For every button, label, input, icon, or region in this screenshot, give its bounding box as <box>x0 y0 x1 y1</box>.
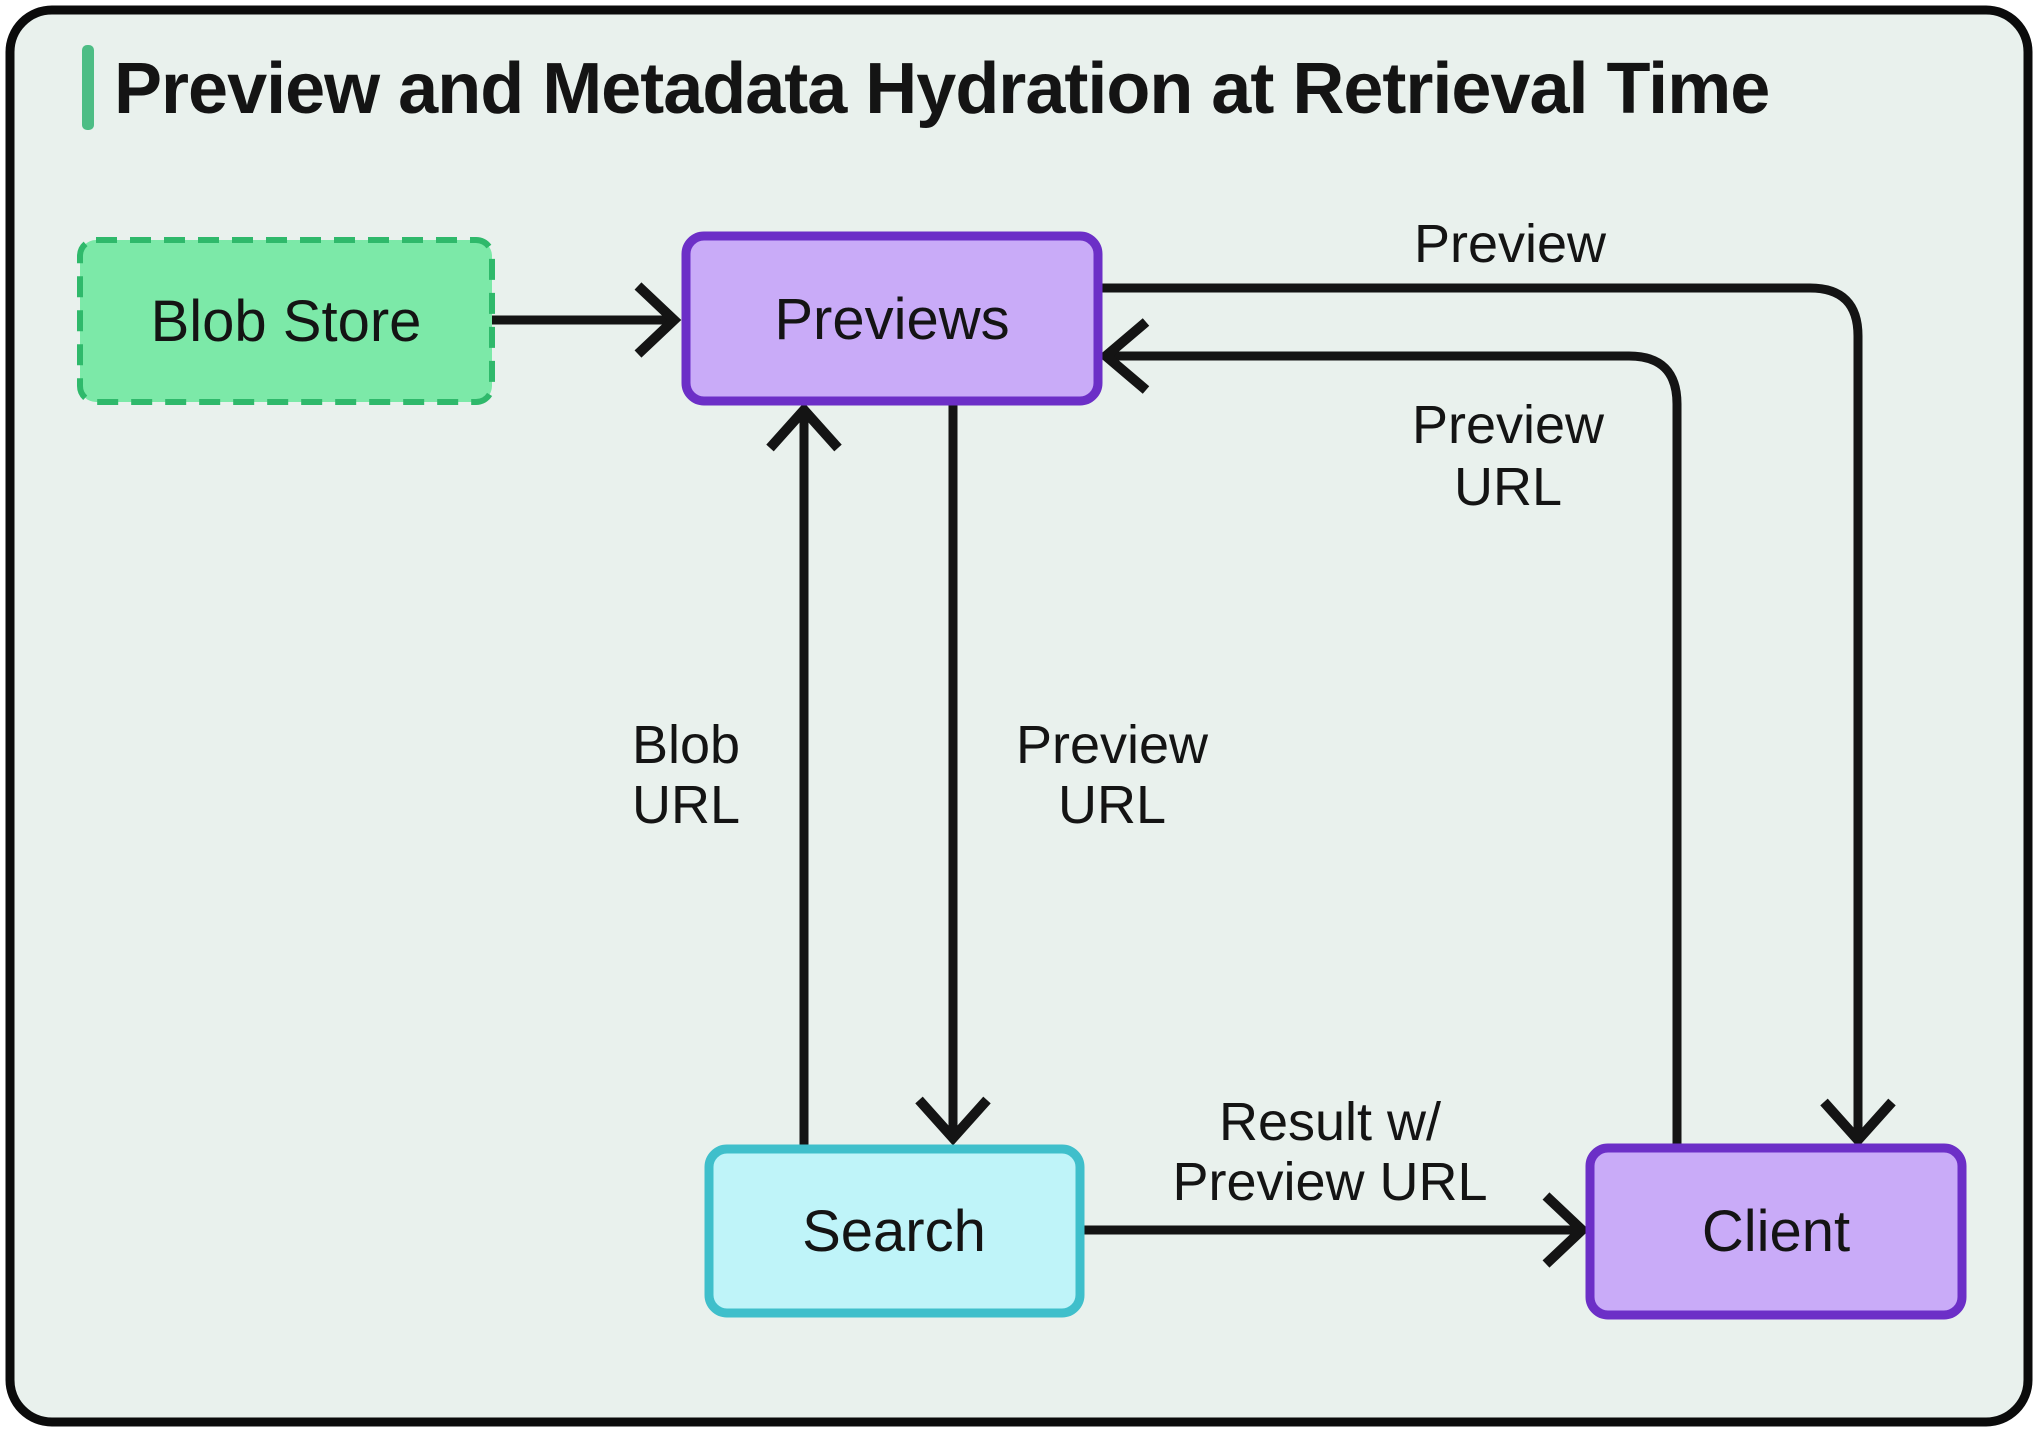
edge-client-to-previews: Preview URL <box>1098 318 1682 1148</box>
node-blob-store: Blob Store <box>77 237 495 405</box>
edge-search-to-client: Result w/ Preview URL <box>1080 1092 1590 1268</box>
search-box <box>704 1144 1085 1318</box>
edge-label-preview: Preview <box>1414 214 1607 274</box>
arrowhead-right-icon <box>634 282 682 358</box>
arrowhead-up-icon <box>766 402 842 452</box>
edge-blob-to-previews <box>492 282 682 358</box>
arrowhead-right-icon <box>1542 1192 1590 1268</box>
title-accent-bar <box>82 45 94 130</box>
edge-label-preview-url-line2: URL <box>1454 457 1562 517</box>
edge-label-result-line2: Preview URL <box>1172 1152 1487 1212</box>
previews-label: Previews <box>774 287 1009 352</box>
edge-label-blob-url-line2: URL <box>632 775 740 835</box>
diagram-card <box>5 5 2033 1427</box>
arrowhead-left-icon <box>1098 318 1150 394</box>
arrowhead-down-icon <box>1820 1098 1896 1148</box>
previews-box <box>681 231 1103 406</box>
node-previews: Previews <box>681 231 1103 406</box>
blob-store-box <box>77 237 495 405</box>
edge-label-blob-url-line1: Blob <box>632 715 740 775</box>
edge-label-preview-url-mid-line1: Preview <box>1016 715 1209 775</box>
search-label: Search <box>802 1199 986 1264</box>
blob-store-label: Blob Store <box>151 289 422 354</box>
edge-previews-to-client: Preview <box>1098 214 1896 1148</box>
edge-search-to-previews: Blob URL <box>632 402 842 1149</box>
arrowhead-down-icon <box>915 1096 991 1146</box>
edge-label-preview-url-line1: Preview <box>1412 395 1605 455</box>
page-title: Preview and Metadata Hydration at Retrie… <box>114 49 1769 129</box>
node-client: Client <box>1585 1143 1967 1320</box>
edge-label-result-line1: Result w/ <box>1219 1092 1441 1152</box>
node-search: Search <box>704 1144 1085 1318</box>
edge-previews-to-search: Preview URL <box>915 401 1209 1146</box>
client-box <box>1585 1143 1967 1320</box>
client-label: Client <box>1702 1199 1850 1264</box>
edge-label-preview-url-mid-line2: URL <box>1058 775 1166 835</box>
